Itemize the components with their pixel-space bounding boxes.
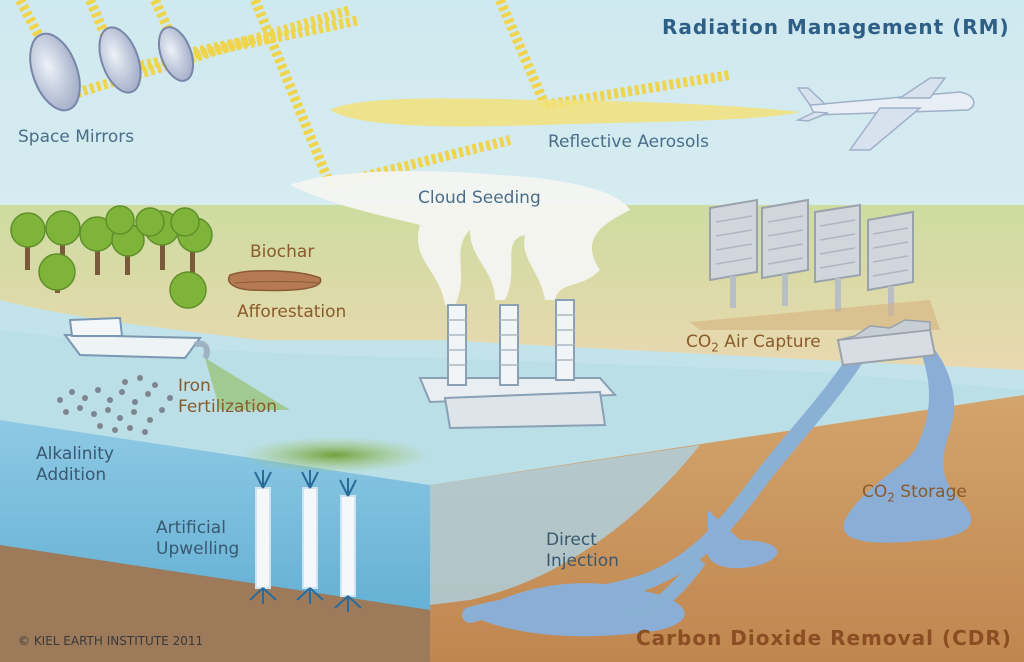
heading-radiation-management: Radiation Management (RM) (662, 15, 1010, 39)
co2-storage-text: CO (862, 482, 888, 502)
capture-facility (836, 319, 937, 367)
label-iron-fertilization: Iron Fertilization (178, 376, 277, 418)
alkalinity-particles (57, 375, 173, 435)
label-space-mirrors: Space Mirrors (18, 127, 135, 147)
airplane (795, 77, 975, 151)
copyright-notice: © KIEL EARTH INSTITUTE 2011 (18, 634, 204, 648)
label-biochar: Biochar (250, 242, 315, 262)
trees (10, 205, 213, 309)
algae-bloom (240, 437, 430, 473)
direct-injection-line1: Direct (546, 530, 597, 550)
space-mirrors (29, 26, 195, 112)
fertilization-boat (62, 316, 290, 410)
co2-storage-subscript: 2 (887, 490, 895, 505)
aerosol-cloud (330, 98, 800, 127)
upwelling-line2: Upwelling (156, 539, 240, 559)
label-alkalinity-addition: Alkalinity Addition (36, 444, 114, 486)
co2-subscript: 2 (711, 340, 719, 355)
co2-text: CO (686, 332, 712, 352)
co2-storage-reservoir (470, 583, 685, 637)
iron-fertilization-line2: Fertilization (178, 397, 278, 417)
seabed (0, 545, 430, 662)
upwelling-line1: Artificial (156, 518, 226, 538)
label-reflective-aerosols: Reflective Aerosols (548, 132, 709, 152)
direct-injection-line2: Injection (546, 551, 619, 571)
biochar (228, 269, 322, 292)
alkalinity-line1: Alkalinity (36, 444, 114, 464)
co2-air-capture-panels (690, 198, 940, 367)
cloud-seeding-platform (418, 299, 618, 430)
upwelling-pipes (249, 470, 362, 612)
heading-carbon-dioxide-removal: Carbon Dioxide Removal (CDR) (636, 626, 1012, 650)
air-capture-text: Air Capture (718, 332, 821, 352)
label-artificial-upwelling: Artificial Upwelling (156, 518, 239, 560)
label-co2-air-capture: CO2 Air Capture (686, 332, 821, 358)
storage-text: Storage (894, 482, 967, 502)
label-co2-storage: CO2 Storage (862, 482, 967, 508)
cloud-seeding-plumes (290, 171, 630, 305)
alkalinity-line2: Addition (36, 465, 107, 485)
label-direct-injection: Direct Injection (546, 530, 619, 572)
label-cloud-seeding: Cloud Seeding (418, 188, 541, 208)
label-afforestation: Afforestation (237, 302, 347, 322)
iron-fertilization-line1: Iron (178, 376, 211, 396)
